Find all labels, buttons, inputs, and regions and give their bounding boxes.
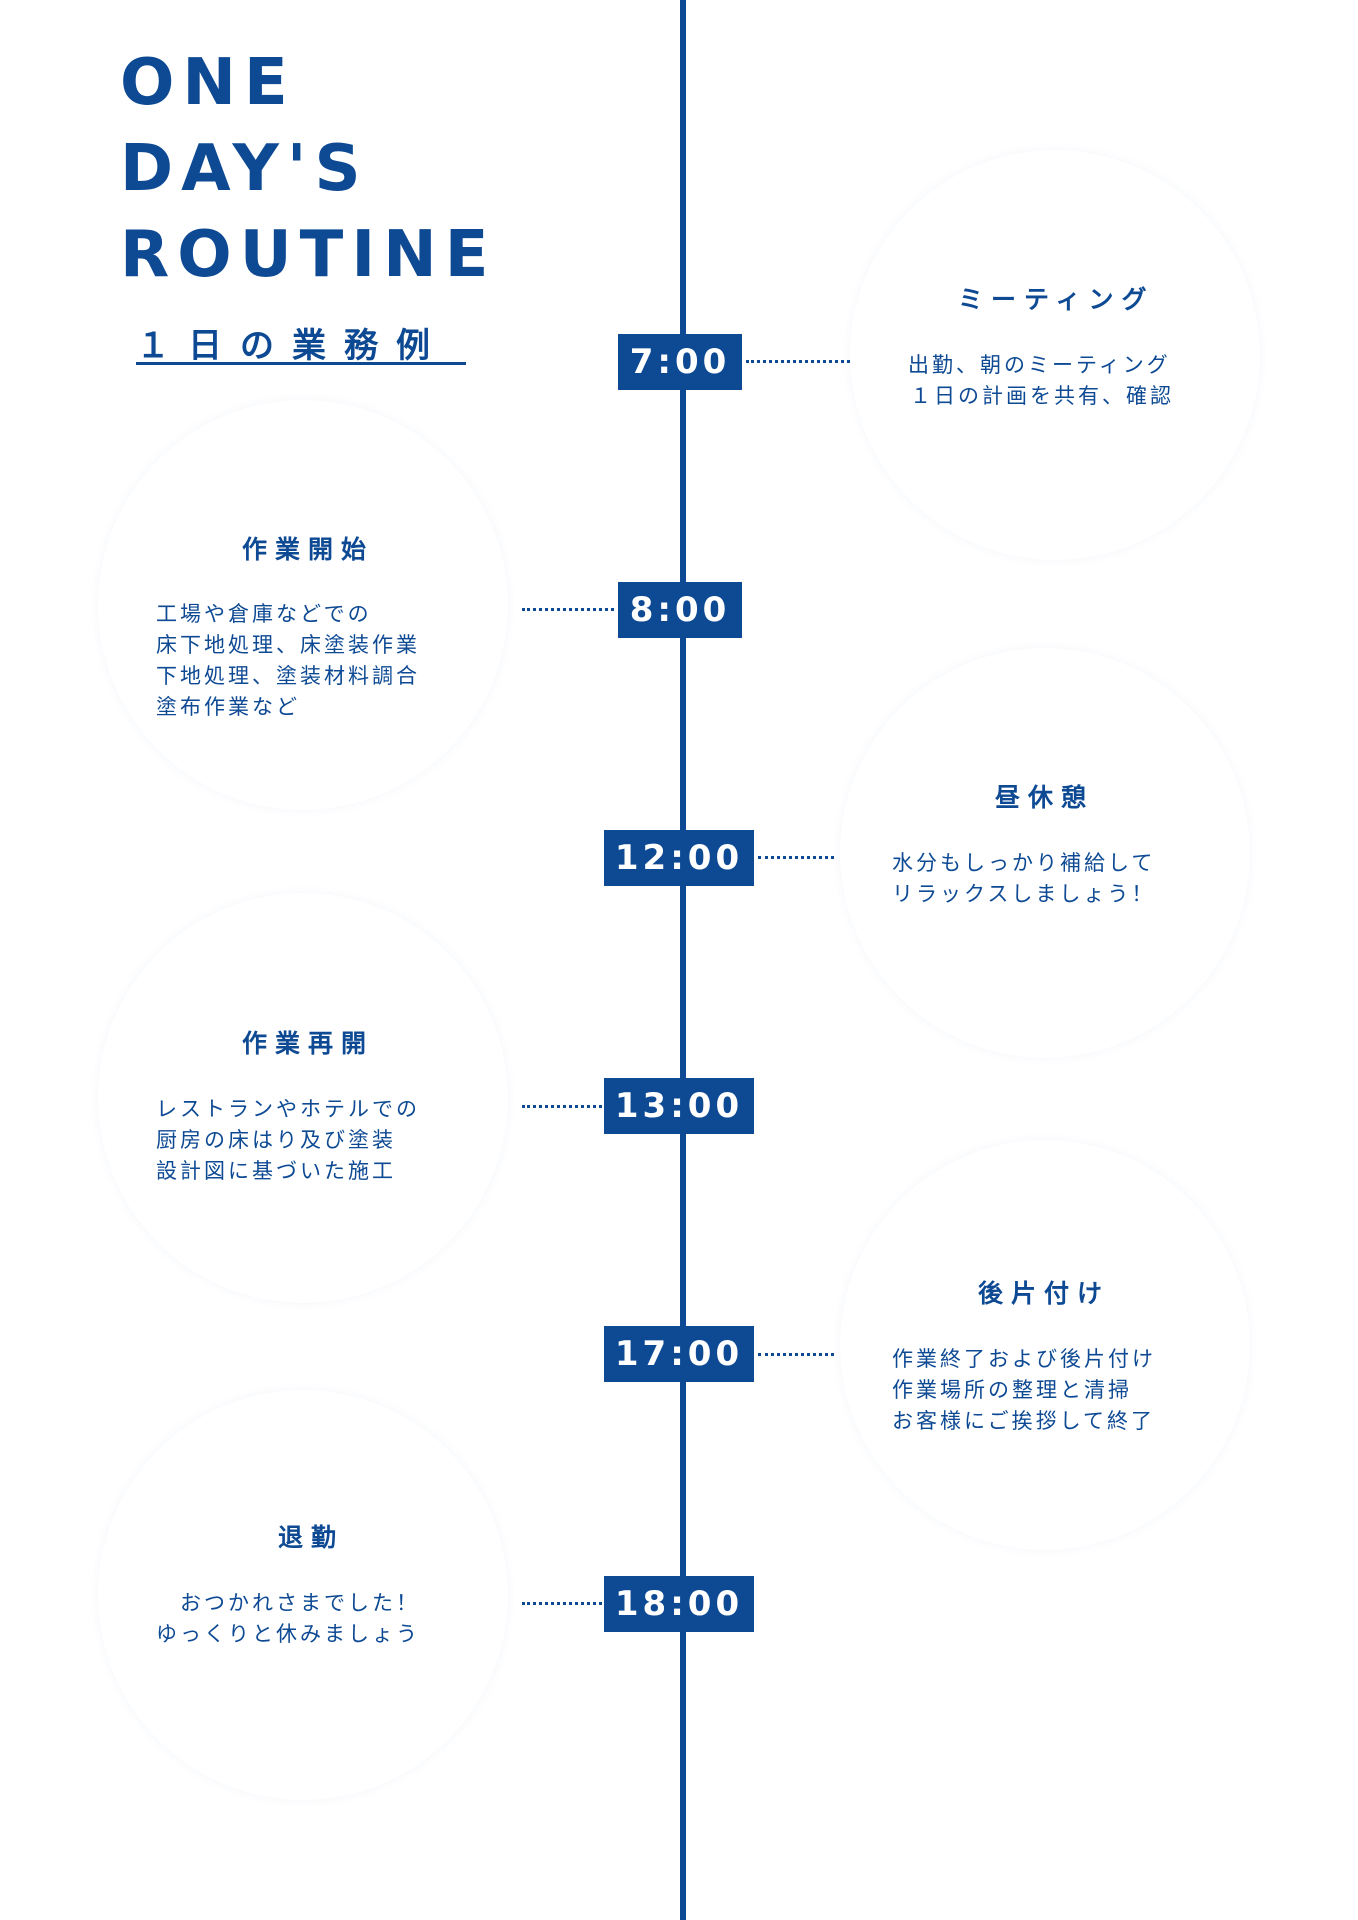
title-line-3: ROUTINE xyxy=(120,218,497,292)
time-label-0800: 8:00 xyxy=(618,582,742,638)
bubble-lunch xyxy=(840,648,1250,1058)
connector-1300 xyxy=(522,1105,602,1108)
description-line: 厨房の床はり及び塗装 xyxy=(156,1128,396,1152)
description-line: ゆっくりと休みましょう xyxy=(156,1622,420,1646)
description-lunch: 水分もしっかり補給して リラックスしましょう！ xyxy=(892,848,1155,910)
page-subtitle: １日の業務例 xyxy=(136,326,448,366)
heading-lunch: 昼休憩 xyxy=(995,783,1095,812)
connector-1800 xyxy=(522,1602,602,1605)
bubble-meeting xyxy=(850,150,1260,560)
connector-0700 xyxy=(746,360,850,363)
description-line: 作業場所の整理と清掃 xyxy=(892,1378,1132,1402)
description-line: おつかれさまでした！ xyxy=(180,1591,420,1615)
bubble-leave xyxy=(98,1390,508,1800)
bubble-cleanup xyxy=(840,1140,1250,1550)
time-label-1200: 12:00 xyxy=(604,830,754,886)
time-label-0700: 7:00 xyxy=(618,334,742,390)
connector-0800 xyxy=(522,608,614,611)
description-line: 作業終了および後片付け xyxy=(892,1347,1156,1371)
heading-work-start: 作業開始 xyxy=(242,535,375,564)
heading-meeting: ミーティング xyxy=(958,285,1155,314)
description-line: お客様にご挨拶して終了 xyxy=(892,1409,1155,1433)
description-line: 設計図に基づいた施工 xyxy=(156,1159,396,1183)
description-work-resume: レストランやホテルでの 厨房の床はり及び塗装 設計図に基づいた施工 xyxy=(156,1094,420,1187)
description-line: 塗布作業など xyxy=(156,695,300,719)
description-line: 工場や倉庫などでの xyxy=(156,602,372,626)
heading-leave: 退勤 xyxy=(278,1523,345,1552)
connector-1200 xyxy=(758,856,834,859)
title-line-2: DAY'S xyxy=(120,132,369,206)
heading-cleanup: 後片付け xyxy=(978,1279,1111,1308)
description-line: 床下地処理、床塗装作業 xyxy=(156,633,420,657)
description-line: リラックスしましょう！ xyxy=(892,882,1156,906)
description-cleanup: 作業終了および後片付け 作業場所の整理と清掃 お客様にご挨拶して終了 xyxy=(892,1344,1156,1437)
time-label-1700: 17:00 xyxy=(604,1326,754,1382)
timeline-line xyxy=(680,0,686,1920)
title-line-1: ONE xyxy=(120,46,296,120)
description-line: １日の計画を共有、確認 xyxy=(910,384,1174,408)
description-meeting: 出勤、朝のミーティング １日の計画を共有、確認 xyxy=(908,350,1174,412)
connector-1700 xyxy=(758,1353,834,1356)
heading-work-resume: 作業再開 xyxy=(242,1029,375,1058)
description-leave: おつかれさまでした！ ゆっくりと休みましょう xyxy=(156,1588,420,1650)
bubble-work-start xyxy=(98,400,508,810)
description-work-start: 工場や倉庫などでの 床下地処理、床塗装作業 下地処理、塗装材料調合 塗布作業など xyxy=(156,599,420,723)
page-title: ONE DAY'S ROUTINE xyxy=(120,40,496,298)
description-line: 出勤、朝のミーティング xyxy=(908,353,1171,377)
time-label-1800: 18:00 xyxy=(604,1576,754,1632)
bubble-work-resume xyxy=(98,893,508,1303)
description-line: 水分もしっかり補給して xyxy=(892,851,1156,875)
time-label-1300: 13:00 xyxy=(604,1078,754,1134)
subtitle-underline xyxy=(136,362,466,365)
description-line: 下地処理、塗装材料調合 xyxy=(156,664,420,688)
description-line: レストランやホテルでの xyxy=(156,1097,420,1121)
